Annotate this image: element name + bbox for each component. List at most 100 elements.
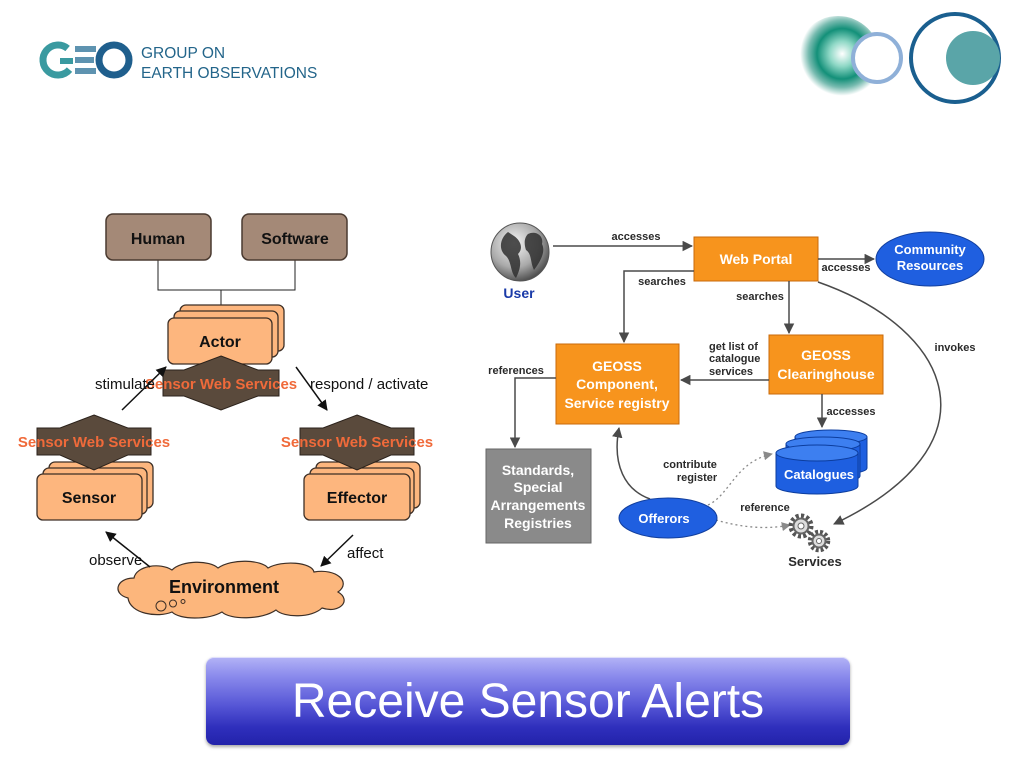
observe-label: observe xyxy=(89,552,142,569)
invokes-label: invokes xyxy=(935,342,976,354)
actor-connector xyxy=(157,260,296,291)
get-list-label-line1: get list of xyxy=(709,341,758,353)
circles-logo xyxy=(796,12,1001,104)
sensor-box xyxy=(36,473,143,521)
logo-letter-e-bar-bottom xyxy=(75,68,96,74)
geo-logo xyxy=(39,41,133,79)
references-arrow xyxy=(509,377,556,449)
logo-letter-o xyxy=(95,41,133,79)
sws-arrow-left xyxy=(36,414,152,471)
actor-label: Actor xyxy=(199,334,241,351)
respond-label: respond / activate xyxy=(310,376,428,393)
community-label-line2: Resources xyxy=(897,258,963,273)
component-label-line2: Component, xyxy=(576,376,658,392)
stimulate-label: stimulate xyxy=(95,376,155,393)
clearinghouse-label-line1: GEOSS xyxy=(801,347,851,363)
standards-box xyxy=(485,448,592,544)
contribute-register-arrow xyxy=(612,426,651,500)
catalogues-label: Catalogues xyxy=(784,467,854,482)
sws-label-left: Sensor Web Services xyxy=(18,434,170,451)
invokes-arrow xyxy=(817,281,942,525)
globe-continent-west xyxy=(500,232,521,278)
observe-arrow xyxy=(105,531,151,568)
database-icon xyxy=(775,429,868,495)
gear-large-teeth xyxy=(788,513,814,539)
contribute-label-line1: contribute xyxy=(663,459,717,471)
logo-letter-e-bar-top xyxy=(75,46,96,52)
accesses-community-label: accesses xyxy=(822,262,871,274)
software-label: Software xyxy=(261,231,329,248)
get-list-label-line3: services xyxy=(709,366,753,378)
offerors-label: Offerors xyxy=(638,511,689,526)
org-name-line1: GROUP ON xyxy=(141,45,225,62)
reference-label: reference xyxy=(740,502,790,514)
searches-component-arrow xyxy=(618,270,694,344)
accesses-catalogues-label: accesses xyxy=(827,406,876,418)
software-box xyxy=(241,213,348,261)
glow-circle xyxy=(796,16,880,100)
component-registry-box xyxy=(555,343,680,425)
web-portal-box xyxy=(693,236,819,282)
cloud-bubble-small xyxy=(180,599,186,604)
environment-label: Environment xyxy=(169,577,279,597)
sws-label-center: Sensor Web Services xyxy=(145,376,297,393)
web-portal-label: Web Portal xyxy=(720,251,793,267)
gears-icon xyxy=(788,513,831,553)
component-label-line1: GEOSS xyxy=(592,358,642,374)
effector-label: Effector xyxy=(327,490,387,507)
globe-continent-east xyxy=(524,232,544,270)
stimulate-arrow xyxy=(121,366,167,411)
offerors-catalogues-dotted-arrow xyxy=(707,451,773,506)
org-name-line2: EARTH OBSERVATIONS xyxy=(141,65,317,82)
affect-arrow xyxy=(320,534,354,567)
effector-box xyxy=(303,473,411,521)
globe-icon xyxy=(490,222,550,282)
searches-clearinghouse-label: searches xyxy=(736,291,784,303)
clearinghouse-label-line2: Clearinghouse xyxy=(777,366,874,382)
actor-stack xyxy=(167,304,285,365)
gear-small-hole xyxy=(816,538,822,544)
slide-title: Receive Sensor Alerts xyxy=(291,674,765,728)
catalogue-cylinder-front-top xyxy=(775,444,859,462)
standards-label-line2: Special xyxy=(513,479,562,495)
effector-stack xyxy=(303,461,421,521)
community-resources-ellipse xyxy=(875,231,985,287)
get-list-label-line2: catalogue xyxy=(709,353,760,365)
logo-letter-e-bar-middle xyxy=(75,57,94,63)
standards-label-line4: Registries xyxy=(504,515,572,531)
sws-label-right: Sensor Web Services xyxy=(281,434,433,451)
accesses-portal-label: accesses xyxy=(612,231,661,243)
clearinghouse-box xyxy=(768,334,884,395)
component-label-line3: Service registry xyxy=(564,395,669,411)
contribute-label-line2: register xyxy=(677,472,718,484)
cloud-bubble-medium xyxy=(169,599,177,608)
affect-label: affect xyxy=(347,545,384,562)
offerors-ellipse xyxy=(618,497,718,539)
teal-disc xyxy=(946,31,1000,85)
offerors-services-dotted-arrow xyxy=(715,519,791,532)
gear-small-teeth xyxy=(807,529,831,553)
human-box xyxy=(105,213,212,261)
logo-letter-g xyxy=(39,41,73,79)
light-ring xyxy=(851,32,903,84)
sws-arrow-right xyxy=(299,414,415,471)
human-label: Human xyxy=(131,231,185,248)
gear-large-hole xyxy=(797,522,805,530)
cloud-bubble-large xyxy=(155,600,167,612)
sws-arrow-center xyxy=(162,355,280,411)
right-diagram: User accesses Web Portal accesses Commun… xyxy=(485,222,985,569)
community-label-line1: Community xyxy=(894,242,966,257)
standards-label-line1: Standards, xyxy=(502,462,574,478)
sensor-stack xyxy=(36,461,154,521)
respond-arrow xyxy=(295,366,328,411)
slide-title-banner: Receive Sensor Alerts xyxy=(206,657,850,745)
standards-label-line3: Arrangements xyxy=(491,497,586,513)
references-label: references xyxy=(488,365,544,377)
user-label: User xyxy=(503,285,535,301)
sensor-label: Sensor xyxy=(62,490,116,507)
left-diagram: Human Software Actor Sensor Effector Sen… xyxy=(18,213,433,619)
services-label: Services xyxy=(788,554,842,569)
catalogue-cylinder-front xyxy=(775,452,859,495)
searches-component-label: searches xyxy=(638,276,686,288)
